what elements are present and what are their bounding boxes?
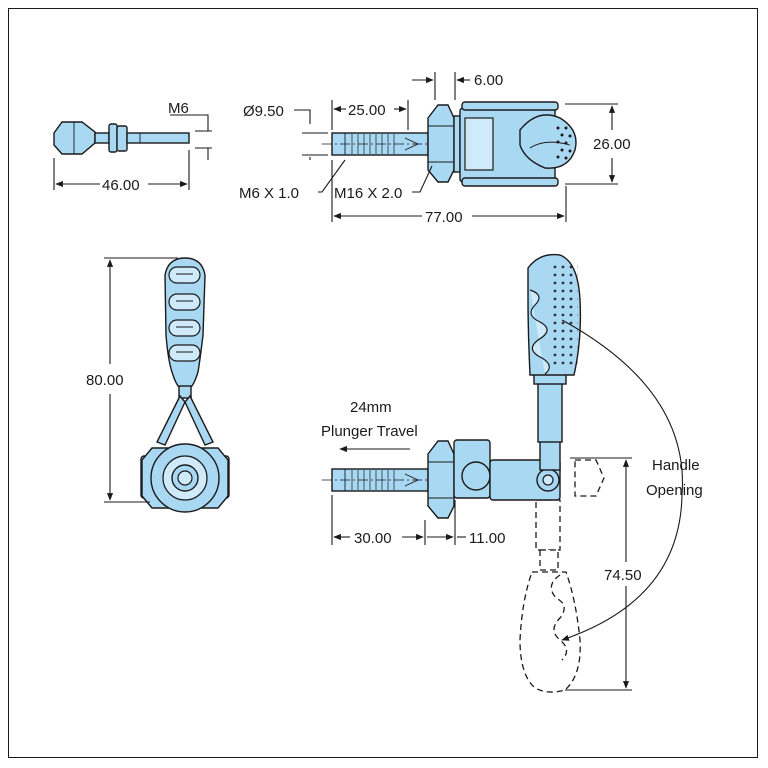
dimension-thread-length: 25.00 — [331, 100, 409, 130]
side-view — [140, 257, 230, 513]
top-view — [322, 101, 577, 187]
label-6: 6.00 — [474, 72, 503, 89]
label-46: 46.00 — [102, 177, 140, 194]
dimension-overall-length: 77.00 — [331, 160, 567, 226]
label-11: 11.00 — [469, 530, 505, 547]
drawing-border — [8, 8, 758, 758]
dimension-m6-thread: M6 — [168, 100, 212, 160]
label-30: 30.00 — [354, 530, 392, 547]
callout-m6-thread: M6 X 1.0 — [239, 159, 346, 202]
label-25: 25.00 — [348, 102, 386, 119]
bolt-view — [53, 121, 190, 155]
label-m6: M6 — [168, 100, 189, 117]
note-24mm: 24mm — [350, 399, 392, 416]
label-26: 26.00 — [593, 136, 631, 153]
dimension-handle-travel: 74.50 — [565, 457, 642, 691]
front-view — [322, 253, 605, 693]
dimension-diameter: Ø9.50 — [243, 103, 328, 160]
note-plunger-travel: Plunger Travel — [321, 423, 418, 440]
label-m6-thread: M6 X 1.0 — [239, 185, 299, 202]
label-77: 77.00 — [425, 209, 463, 226]
label-m16-thread: M16 X 2.0 — [334, 185, 402, 202]
handle-opening-note: Handle Opening — [561, 319, 703, 641]
note-opening: Opening — [646, 482, 703, 499]
note-handle: Handle — [652, 457, 700, 474]
dimension-bolt-length: 46.00 — [53, 150, 190, 194]
callout-m16-thread: M16 X 2.0 — [334, 165, 433, 202]
label-diameter: Ø9.50 — [243, 103, 284, 120]
plunger-travel-note: 24mm Plunger Travel — [321, 399, 418, 453]
dimension-height: 26.00 — [565, 103, 631, 185]
label-74-50: 74.50 — [604, 567, 642, 584]
dimension-plunger-extension: 30.00 — [331, 495, 426, 547]
dimension-nut-offset: 11.00 — [427, 500, 505, 547]
label-80: 80.00 — [86, 372, 124, 389]
dimension-side-height: 80.00 — [86, 257, 178, 503]
dimension-nut-width: 6.00 — [412, 72, 503, 100]
